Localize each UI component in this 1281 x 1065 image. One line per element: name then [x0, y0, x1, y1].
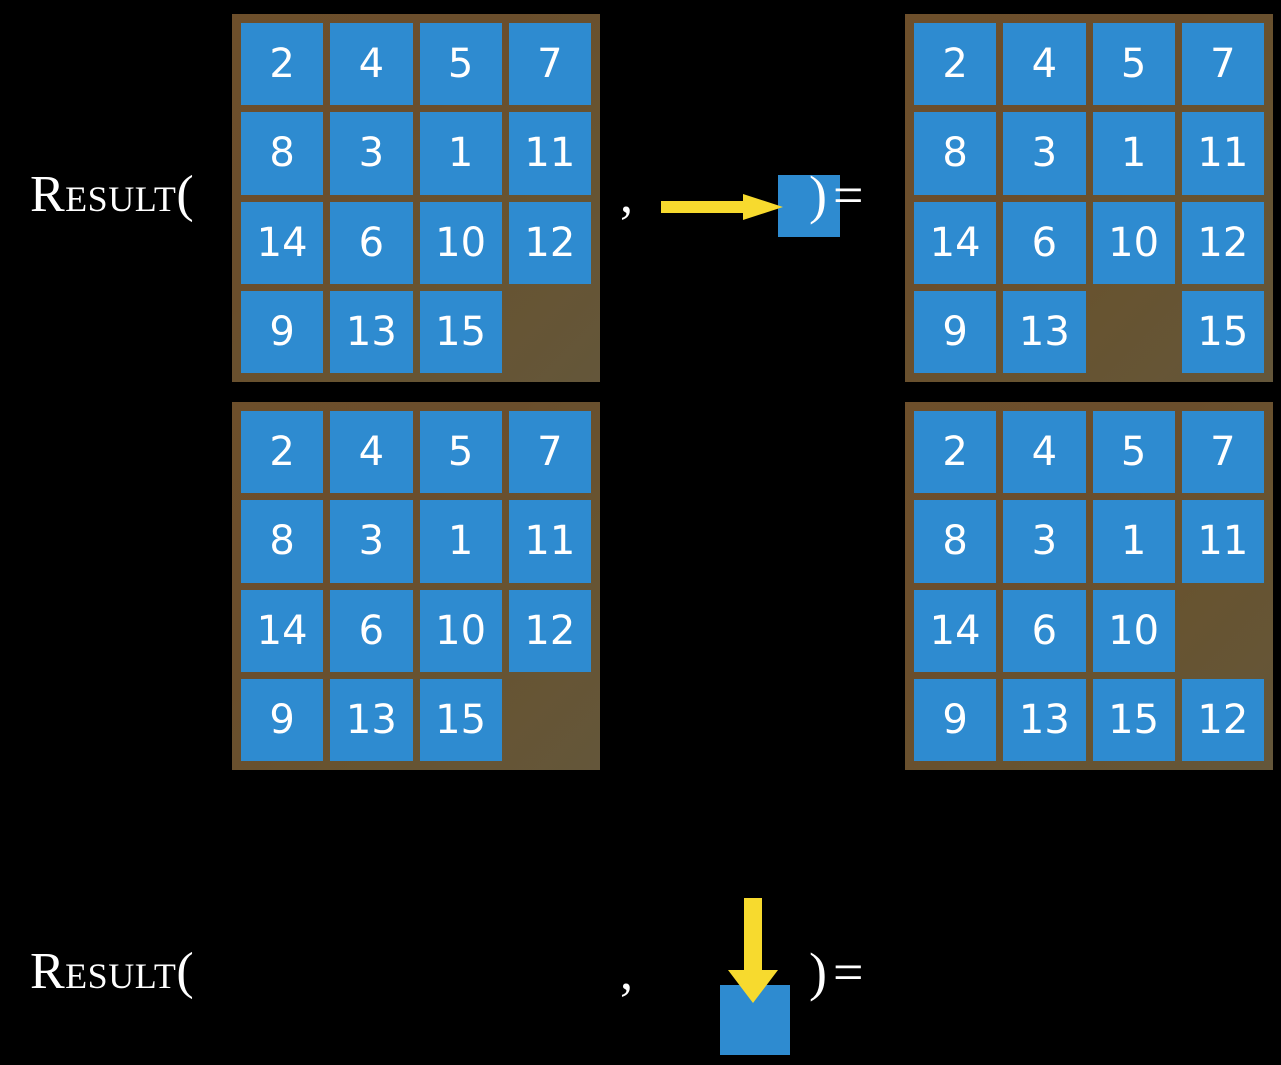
tile[interactable]: 11: [1181, 112, 1264, 195]
close-paren: ): [809, 942, 833, 1002]
tile[interactable]: 13: [330, 678, 413, 761]
tile[interactable]: 3: [1003, 500, 1086, 583]
tile[interactable]: 5: [419, 411, 502, 494]
tile[interactable]: 4: [330, 411, 413, 494]
tile[interactable]: 2: [241, 23, 324, 106]
tile[interactable]: 12: [508, 589, 591, 672]
tile[interactable]: 6: [1003, 201, 1086, 284]
tile[interactable]: 4: [1003, 411, 1086, 494]
tile[interactable]: 7: [508, 23, 591, 106]
result-function-label: Result(: [30, 943, 195, 1000]
tile[interactable]: 6: [1003, 589, 1086, 672]
tile[interactable]: 12: [1181, 201, 1264, 284]
tile[interactable]: 12: [508, 201, 591, 284]
output-board-row-1: 2 4 5 7 8 3 1 11 14 6 10 12 9 13 15: [905, 14, 1273, 382]
blank-tile: [509, 291, 591, 373]
tile[interactable]: 5: [419, 23, 502, 106]
tile[interactable]: 13: [330, 290, 413, 373]
blank-tile: [1182, 590, 1264, 672]
tile[interactable]: 13: [1003, 678, 1086, 761]
tile[interactable]: 1: [419, 500, 502, 583]
tile[interactable]: 7: [508, 411, 591, 494]
tile[interactable]: 2: [914, 23, 997, 106]
tile[interactable]: 8: [241, 112, 324, 195]
tile[interactable]: 15: [419, 290, 502, 373]
equation-row-2: Result( 2 4 5 7 8 3 1 11 14 6 10 12 9 13…: [0, 390, 1281, 1055]
tile[interactable]: 11: [508, 112, 591, 195]
tile[interactable]: 1: [1092, 500, 1175, 583]
tile[interactable]: 10: [1092, 589, 1175, 672]
arrow-right-icon: [661, 194, 783, 220]
tile[interactable]: 11: [1181, 500, 1264, 583]
output-board-row-2: 2 4 5 7 8 3 1 11 14 6 10 9 13 15 12: [905, 402, 1273, 770]
tile[interactable]: 10: [419, 589, 502, 672]
tile[interactable]: 15: [419, 678, 502, 761]
tile[interactable]: 11: [508, 500, 591, 583]
tile[interactable]: 1: [419, 112, 502, 195]
tile[interactable]: 15: [1092, 678, 1175, 761]
operator-region-row-2: , )=: [605, 390, 905, 1055]
tile[interactable]: 8: [914, 500, 997, 583]
tile[interactable]: 4: [1003, 23, 1086, 106]
tile[interactable]: 7: [1181, 411, 1264, 494]
tile[interactable]: 5: [1092, 411, 1175, 494]
arrow-down-icon: [728, 898, 778, 1003]
tile[interactable]: 7: [1181, 23, 1264, 106]
tile[interactable]: 8: [914, 112, 997, 195]
tile[interactable]: 4: [330, 23, 413, 106]
equals-sign: =: [832, 165, 870, 225]
operator-region-row-1: , )=: [605, 0, 905, 390]
tile[interactable]: 3: [330, 500, 413, 583]
close-paren-and-equals-row-1: )=: [809, 168, 869, 222]
blank-tile-square-icon: [778, 175, 840, 237]
tile[interactable]: 14: [241, 589, 324, 672]
tile[interactable]: 10: [1092, 201, 1175, 284]
tile[interactable]: 5: [1092, 23, 1175, 106]
argument-separator-comma: ,: [620, 944, 633, 1001]
tile[interactable]: 2: [241, 411, 324, 494]
tile[interactable]: 10: [419, 201, 502, 284]
tile[interactable]: 6: [330, 589, 413, 672]
tile[interactable]: 9: [241, 290, 324, 373]
close-paren-and-equals-row-2: )=: [809, 945, 869, 999]
tile[interactable]: 9: [914, 290, 997, 373]
tile[interactable]: 14: [241, 201, 324, 284]
tile[interactable]: 8: [241, 500, 324, 583]
blank-tile: [509, 679, 591, 761]
action-arrow-down-glyph: [690, 890, 820, 1065]
action-arrow-right-glyph: [655, 150, 840, 260]
tile[interactable]: 1: [1092, 112, 1175, 195]
equation-row-1: Result( 2 4 5 7 8 3 1 11 14 6 10 12 9 13…: [0, 0, 1281, 390]
input-board-row-2: 2 4 5 7 8 3 1 11 14 6 10 12 9 13 15: [232, 402, 600, 770]
tile[interactable]: 9: [914, 678, 997, 761]
result-function-label: Result(: [30, 166, 195, 223]
tile[interactable]: 12: [1181, 678, 1264, 761]
blank-tile: [1093, 291, 1175, 373]
tile[interactable]: 13: [1003, 290, 1086, 373]
input-board-row-1: 2 4 5 7 8 3 1 11 14 6 10 12 9 13 15: [232, 14, 600, 382]
tile[interactable]: 6: [330, 201, 413, 284]
tile[interactable]: 9: [241, 678, 324, 761]
tile[interactable]: 3: [1003, 112, 1086, 195]
tile[interactable]: 15: [1181, 290, 1264, 373]
argument-separator-comma: ,: [620, 167, 633, 224]
close-paren: ): [809, 165, 833, 225]
tile[interactable]: 14: [914, 589, 997, 672]
tile[interactable]: 14: [914, 201, 997, 284]
tile[interactable]: 3: [330, 112, 413, 195]
tile[interactable]: 2: [914, 411, 997, 494]
equals-sign: =: [832, 942, 870, 1002]
